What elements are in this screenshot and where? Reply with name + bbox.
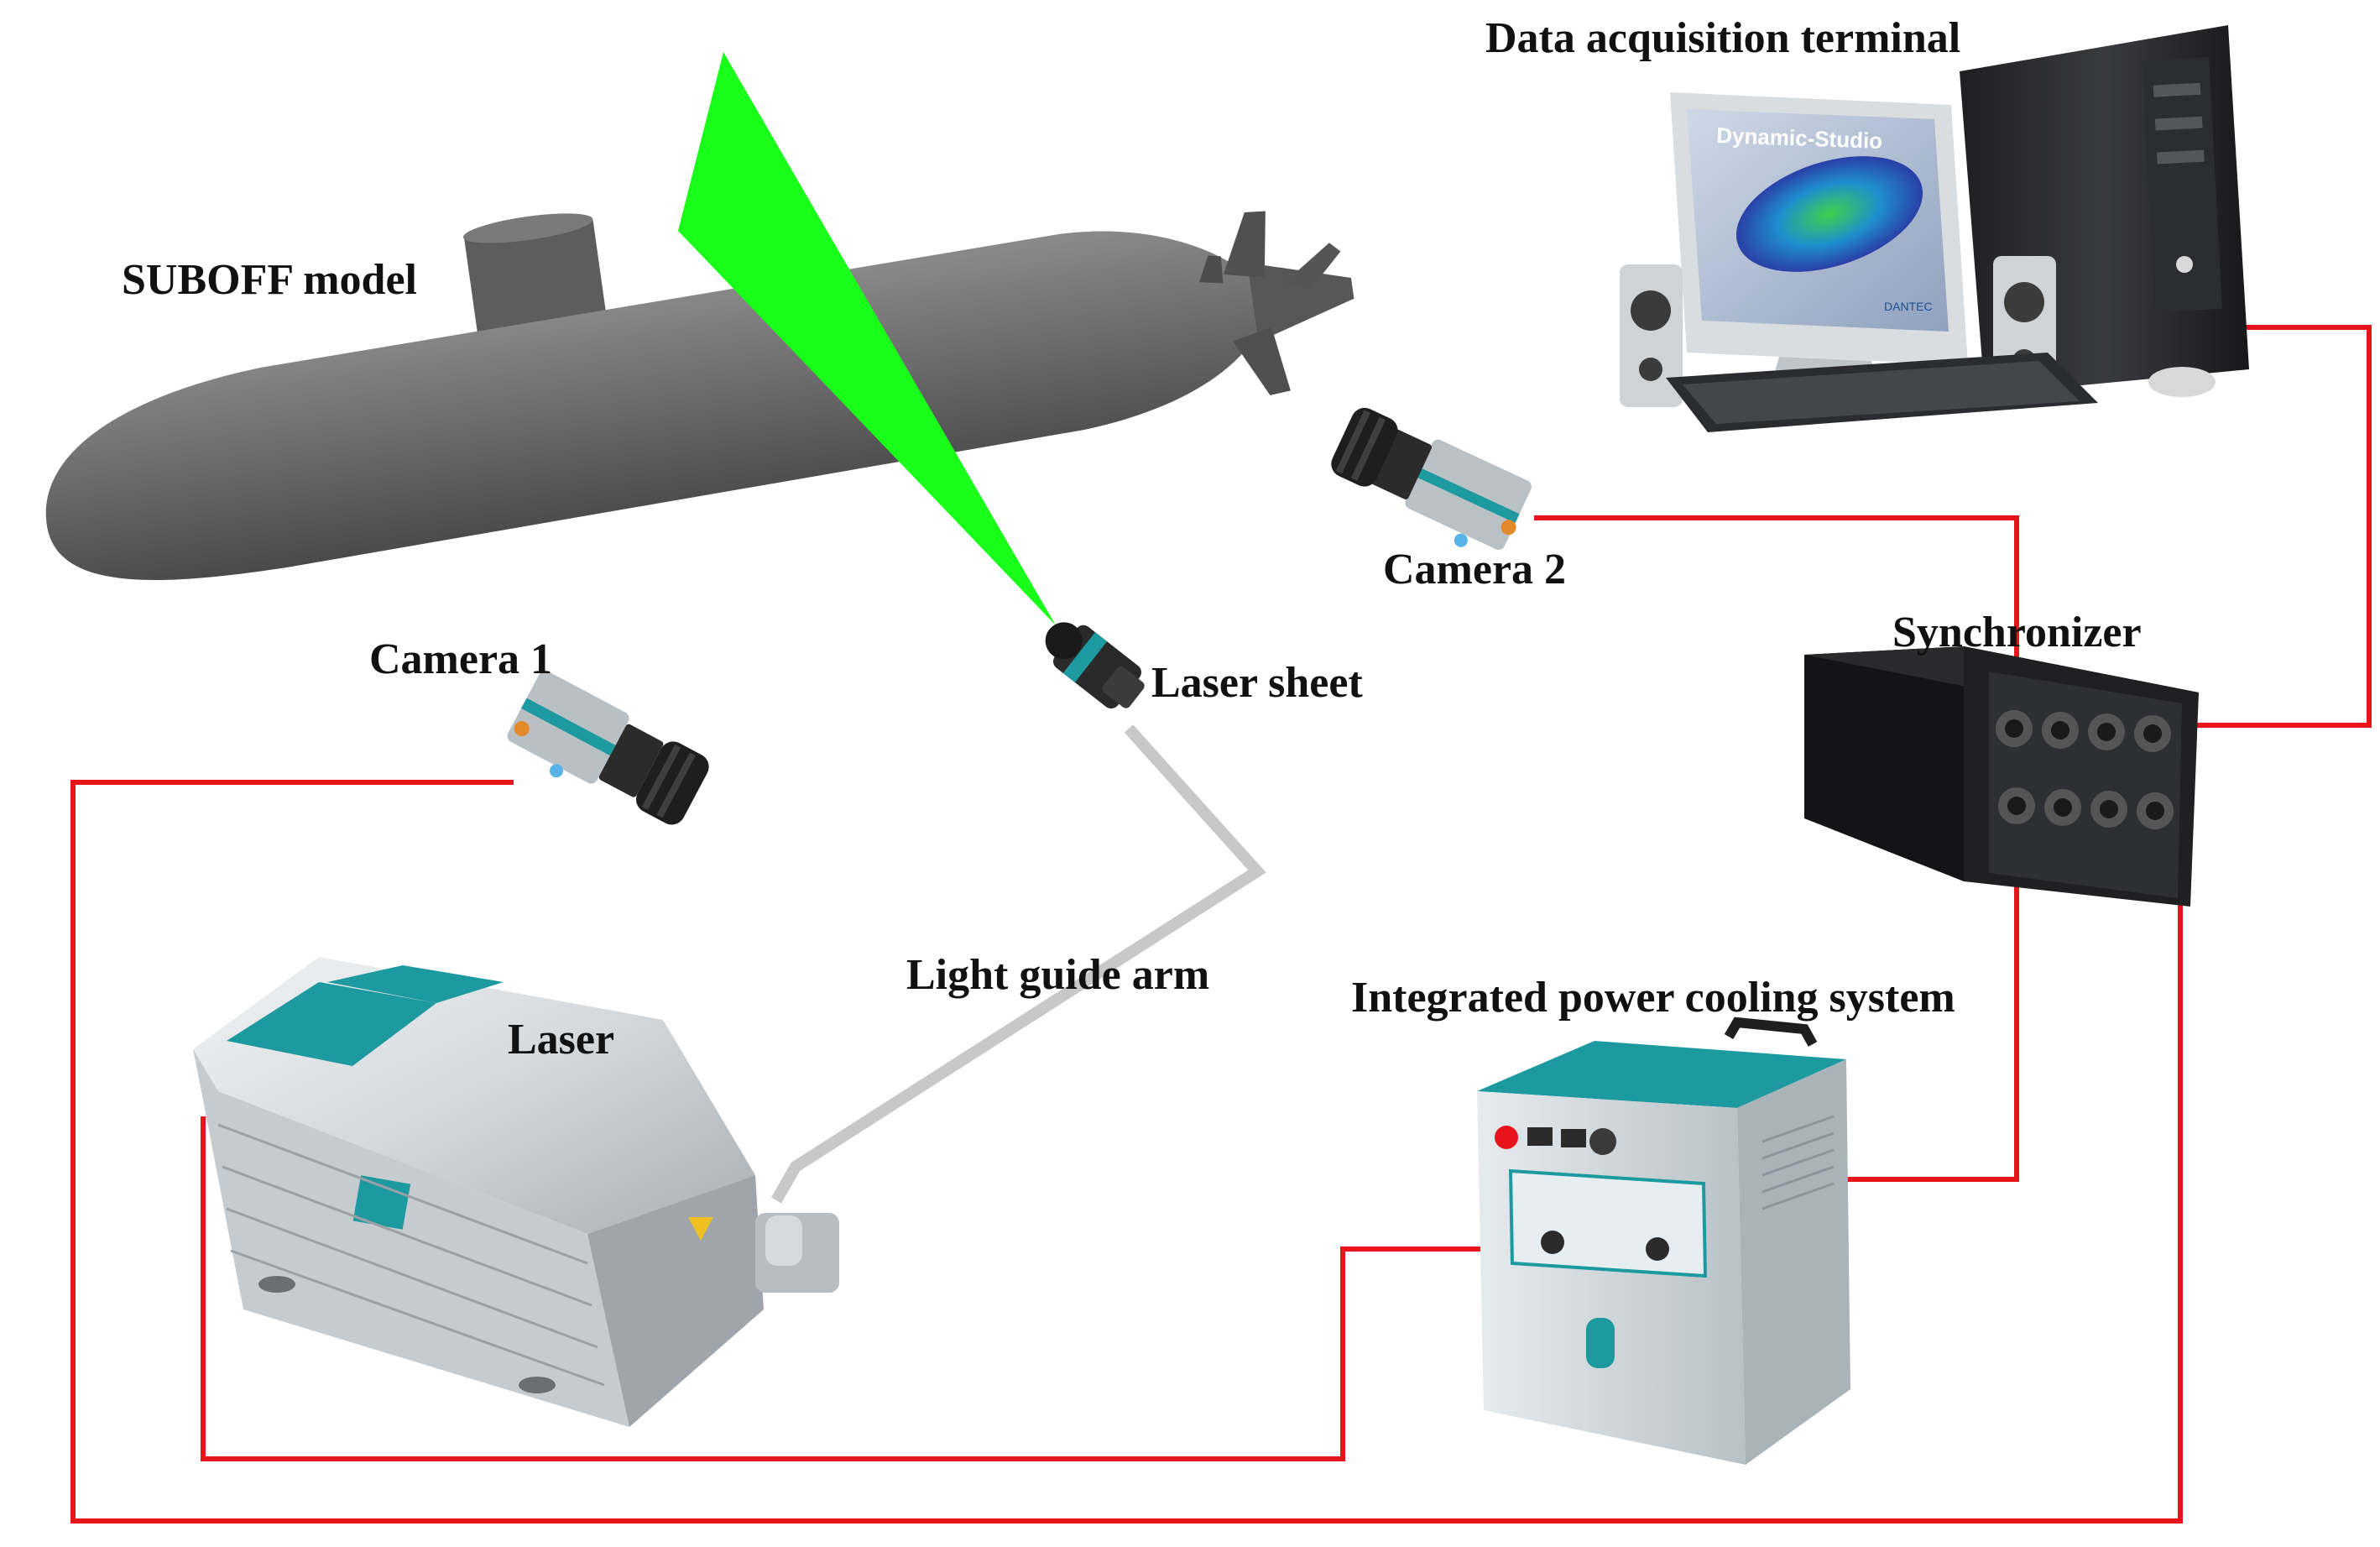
label-laser: Laser (508, 1016, 614, 1064)
label-suboff-model: SUBOFF model (122, 256, 417, 304)
label-laser-sheet: Laser sheet (1151, 659, 1363, 707)
synchronizer-icon (1804, 646, 2199, 907)
laser-unit-icon (193, 957, 839, 1427)
laser-sheet-icon (678, 52, 1056, 625)
cooling-unit-icon (1477, 1017, 1850, 1465)
signal-wires (70, 325, 2372, 1523)
camera-2-icon (1331, 407, 1532, 550)
wire-camera1-to-synchronizer (70, 780, 2183, 1523)
wire-cooling-to-synchronizer (1821, 827, 2019, 1182)
label-integrated-power-cooling-system: Integrated power cooling system (1351, 974, 1955, 1022)
wire-computer-to-synchronizer (2186, 325, 2372, 728)
submarine-icon (45, 211, 1354, 581)
screen-brand: DANTEC (1884, 300, 1933, 313)
computer-icon: Dynamic-Studio DANTEC (1620, 25, 2249, 432)
label-light-guide-arm: Light guide arm (906, 951, 1209, 999)
label-data-acquisition-terminal: Data acquisition terminal (1485, 14, 1960, 62)
label-camera-2: Camera 2 (1383, 546, 1566, 593)
label-synchronizer: Synchronizer (1892, 609, 2142, 656)
camera-1-icon (507, 671, 709, 825)
light-guide-arm-icon (770, 724, 1266, 1204)
screen-software-title: Dynamic-Studio (1716, 123, 1883, 154)
label-camera-1: Camera 1 (369, 635, 552, 683)
laser-sheet-optics-icon (1045, 622, 1145, 709)
wire-laser-to-cooling (201, 1116, 1485, 1461)
